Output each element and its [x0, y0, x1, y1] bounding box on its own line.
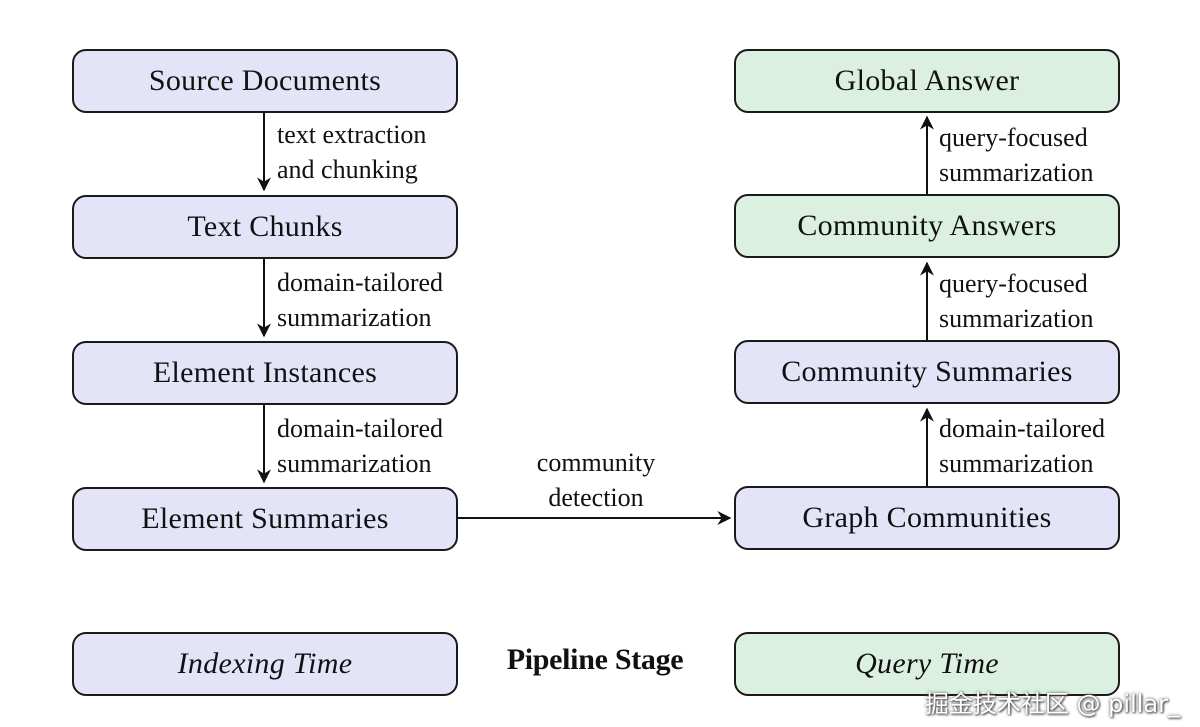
edge-label-community-detection: community detection [500, 445, 692, 515]
watermark: 掘金技术社区 @ pillar_ [924, 690, 1180, 718]
node-global-answer: Global Answer [734, 49, 1120, 113]
edge-label-line: summarization [939, 449, 1094, 478]
edge-label-line: detection [548, 483, 644, 512]
node-label: Community Summaries [781, 355, 1073, 388]
edge-label-text-extraction: text extraction and chunking [277, 117, 426, 187]
legend-label: Indexing Time [177, 647, 353, 680]
node-label: Graph Communities [802, 501, 1052, 534]
edge-label-domain-summarization-3: domain-tailored summarization [939, 411, 1105, 481]
node-label: Community Answers [797, 209, 1057, 242]
edge-label-line: summarization [277, 449, 432, 478]
legend-pipeline-stage: Pipeline Stage [506, 643, 684, 676]
legend-label: Query Time [855, 647, 999, 680]
edge-label-line: domain-tailored [939, 414, 1106, 443]
edge-label-line: summarization [939, 158, 1094, 187]
node-text-chunks: Text Chunks [72, 195, 458, 259]
node-label: Source Documents [148, 64, 382, 97]
node-community-summaries: Community Summaries [734, 340, 1120, 404]
node-label: Element Instances [152, 356, 378, 389]
legend-query-time: Query Time [734, 632, 1120, 696]
node-label: Global Answer [834, 64, 1020, 97]
edge-label-line: text extraction [277, 120, 427, 149]
node-label: Text Chunks [187, 210, 343, 243]
edge-label-query-focused-2: query-focused summarization [939, 266, 1094, 336]
edge-label-line: domain-tailored [277, 268, 444, 297]
edge-label-domain-summarization-2: domain-tailored summarization [277, 411, 443, 481]
edge-label-line: query-focused [939, 269, 1088, 298]
edge-label-line: domain-tailored [277, 414, 444, 443]
node-element-instances: Element Instances [72, 341, 458, 405]
edge-label-line: community [536, 448, 656, 477]
node-element-summaries: Element Summaries [72, 487, 458, 551]
edge-label-line: summarization [277, 303, 432, 332]
node-graph-communities: Graph Communities [734, 486, 1120, 550]
legend-indexing-time: Indexing Time [72, 632, 458, 696]
edge-label-query-focused-1: query-focused summarization [939, 120, 1094, 190]
node-source-documents: Source Documents [72, 49, 458, 113]
node-community-answers: Community Answers [734, 194, 1120, 258]
edge-label-line: query-focused [939, 123, 1088, 152]
edge-label-line: and chunking [277, 155, 418, 184]
edge-label-line: summarization [939, 304, 1094, 333]
edge-label-domain-summarization-1: domain-tailored summarization [277, 265, 443, 335]
node-label: Element Summaries [141, 502, 389, 535]
